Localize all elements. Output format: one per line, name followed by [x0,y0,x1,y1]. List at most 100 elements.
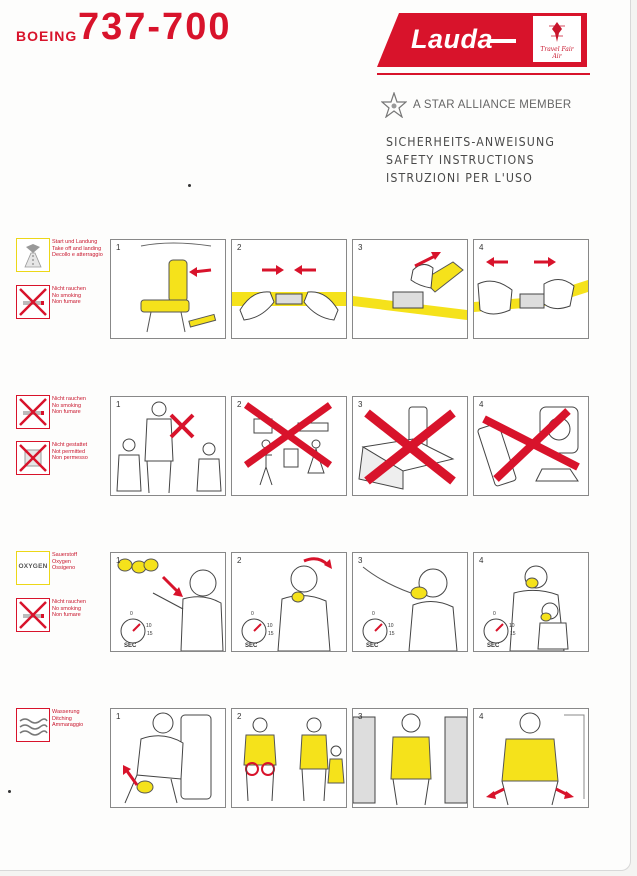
timer-tick: 0 [130,611,133,617]
step-number: 3 [358,243,363,252]
icon-label: Wasserung Ditching Ammaraggio [52,709,83,729]
step-number: 1 [116,712,121,721]
print-speck [8,790,11,793]
icon-label: Nicht rauchen No smoking Non fumare [52,286,86,306]
label-line: Ammaraggio [52,722,84,728]
label-line: Take off and landing [52,245,102,252]
no-electronics-step-3: 3 [352,396,468,496]
print-speck [188,184,191,187]
not-permitted-icon [16,441,50,475]
title-german: SICHERHEITS-ANWEISUNG [386,135,555,149]
header-divider [377,73,590,75]
no-smoking-step-1: 1 [110,396,226,496]
timer-tick: 0 [251,611,254,617]
timer-label: SEC [487,643,500,649]
oxygen-step-3: 3 SEC 0 10 15 [352,552,468,652]
signature-text: Travel Fair Air [540,46,574,60]
step-number: 2 [237,400,242,409]
seatbelt-step-2: 2 [231,239,347,339]
timer-label: SEC [245,643,258,649]
label-line: Ossigeno [52,565,76,571]
label-line: Nicht rauchen [52,396,86,402]
label-line: Nicht rauchen [52,286,86,292]
label-line: No smoking [52,402,82,409]
oxygen-sign-icon: OXYGEN [16,551,50,585]
timer-tick: 0 [493,611,496,617]
label-line: No smoking [52,292,82,299]
label-line: Nicht rauchen [52,599,86,605]
no-electronics-step-4: 4 [473,396,589,496]
icon-label: Sauerstoff Oxygen Ossigeno [52,552,77,572]
timer-tick: 15 [268,631,274,637]
alliance-badge: A STAR ALLIANCE MEMBER [381,92,572,118]
icon-label: Start und Landung Take off and landing D… [52,239,103,259]
no-smoking-icon [16,285,50,319]
seatbelt-step-1: 1 [110,239,226,339]
no-smoking-icon [16,598,50,632]
signature-emblem: Travel Fair Air [533,16,581,62]
label-line: Sauerstoff [52,552,77,558]
step-number: 2 [237,243,242,252]
lifevest-step-3: 3 [352,708,468,808]
timer-tick: 15 [510,631,516,637]
card-titles: SICHERHEITS-ANWEISUNG SAFETY INSTRUCTION… [386,133,555,187]
step-number: 3 [358,712,363,721]
label-line: Not permitted [52,448,86,455]
aircraft-model: 737-700 [78,6,232,48]
no-smoking-step-2: 2 [231,396,347,496]
no-smoking-icon [16,395,50,429]
timer-tick: 15 [389,631,395,637]
timer-tick: 10 [509,623,515,629]
seatbelt-sign-icon [16,238,50,272]
step-number: 4 [479,243,484,252]
step-number: 3 [358,400,363,409]
oxygen-step-4: 4 SEC 0 10 15 [473,552,589,652]
step-number: 4 [479,712,484,721]
step-number: 1 [116,556,121,565]
step-number: 4 [479,556,484,565]
label-line: No smoking [52,605,82,612]
icon-label: Nicht rauchen No smoking Non fumare [52,396,86,416]
label-line: Oxygen [52,558,71,565]
step-number: 4 [479,400,484,409]
timer-tick: 0 [372,611,375,617]
oxygen-sign-text: OXYGEN [18,563,48,570]
label-line: Non fumare [52,409,81,415]
step-number: 3 [358,556,363,565]
timer-tick: 10 [146,623,152,629]
lifevest-step-2: 2 [231,708,347,808]
timer-tick: 15 [147,631,153,637]
step-number: 1 [116,400,121,409]
oxygen-step-2: 2 SEC 0 10 15 [231,552,347,652]
star-alliance-icon [381,92,407,118]
timer-tick: 10 [267,623,273,629]
manufacturer-label: BOEING [16,28,78,44]
timer-label: SEC [366,643,379,649]
alliance-text: A STAR ALLIANCE MEMBER [413,99,572,111]
label-line: Start und Landung [52,239,98,245]
step-number: 1 [116,243,121,252]
airline-banner: Lauda Travel Fair Air [377,13,587,67]
lifevest-step-1: 1 [110,708,226,808]
icon-label: Nicht rauchen No smoking Non fumare [52,599,86,619]
label-line: Ditching [52,715,72,722]
title-italian: ISTRUZIONI PER L'USO [386,171,533,185]
step-number: 2 [237,556,242,565]
step-number: 2 [237,712,242,721]
title-english: SAFETY INSTRUCTIONS [386,153,535,167]
seatbelt-step-3: 3 [352,239,468,339]
airline-logo: Lauda [411,24,494,54]
timer-label: SEC [124,643,137,649]
lifevest-step-4: 4 [473,708,589,808]
label-line: Non fumare [52,612,81,618]
label-line: Non fumare [52,299,81,305]
label-line: Decollo e atterraggio [52,252,103,258]
label-line: Non permesso [52,455,88,461]
icon-label: Nicht gestattet Not permitted Non permes… [52,442,88,462]
label-line: Wasserung [52,709,80,715]
oxygen-step-1: 1 SEC 0 10 15 [110,552,226,652]
label-line: Nicht gestattet [52,442,88,448]
timer-tick: 10 [388,623,394,629]
ditching-icon [16,708,50,742]
